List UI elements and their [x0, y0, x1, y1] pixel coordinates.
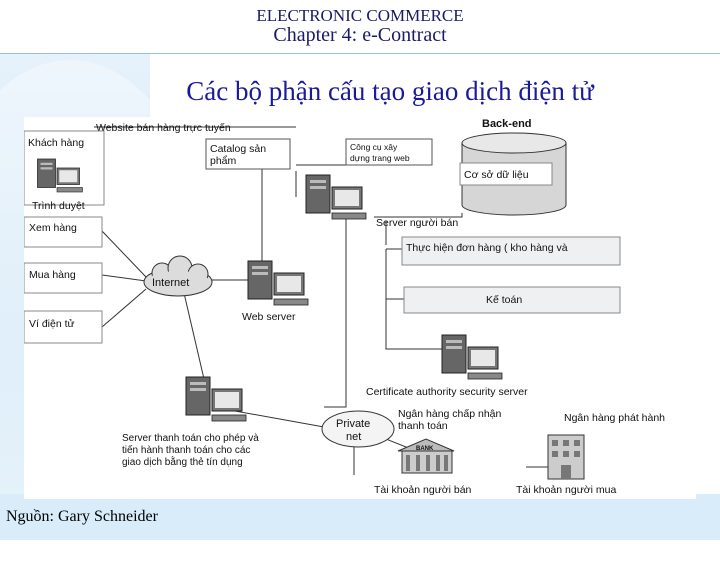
payment-server-label-2: tiến hành thanh toán cho các [122, 444, 250, 456]
private-net-bubble [321, 410, 395, 448]
internet-label: Internet [152, 277, 189, 289]
wallet-label: Ví điện tử [29, 318, 75, 330]
seller-account-label: Tài khoản người bán [374, 484, 472, 496]
line-to-ca [385, 299, 442, 350]
payment-server-label-3: giao dịch bằng thẻ tín dụng [122, 455, 243, 468]
acquiring-bank-label-2: thanh toán [398, 420, 448, 432]
tools-box [345, 138, 433, 166]
header-divider [0, 53, 720, 54]
seller-server-icon [305, 174, 367, 220]
line-payment-private [223, 408, 325, 428]
web-server-label: Web server [242, 311, 296, 323]
tools-label-1: Công cụ xây [350, 142, 398, 152]
catalog-label-1: Catalog sản [210, 143, 266, 155]
ca-server-label: Certificate authority security server [366, 386, 528, 398]
line-view-internet [101, 230, 147, 278]
chapter-title: Chapter 4: e-Contract [273, 24, 447, 46]
web-server-icon [247, 260, 309, 306]
catalog-label-2: phẩm [210, 155, 237, 167]
database-label: Cơ sở dữ liệu [464, 169, 529, 181]
acquiring-bank-label-1: Ngân hàng chấp nhận [398, 408, 501, 420]
issuing-bank-label: Ngân hàng phát hành [564, 412, 665, 424]
wallet-box [23, 310, 103, 344]
payment-server-icon [185, 376, 247, 422]
accounting-label: Kế toán [486, 294, 522, 306]
line-internet-payment [183, 292, 205, 380]
database-icon [459, 132, 567, 216]
view-label: Xem hàng [29, 222, 77, 234]
background-bottom-band [0, 494, 720, 540]
buy-label: Mua hàng [29, 269, 76, 281]
order-label: Thực hiện đơn hàng ( kho hàng và [406, 242, 568, 254]
bank-building-icon [397, 438, 455, 474]
accounting-box [403, 286, 621, 314]
browser-label: Trình duyệt [32, 200, 85, 212]
line-buy-internet [101, 274, 147, 282]
issuer-building-icon [547, 434, 585, 480]
website-label: Website bán hàng trực tuyến [96, 122, 231, 134]
view-box [23, 216, 103, 248]
diagram-canvas: Website bán hàng trực tuyến Khách hàng T… [23, 118, 665, 496]
line-tools-box [296, 139, 347, 166]
line-to-accounting [385, 249, 404, 300]
source-credit: Nguồn: Gary Schneider [6, 508, 158, 525]
tools-label-2: dựng trang web [350, 153, 410, 163]
private-net-label-2: net [346, 431, 361, 443]
ca-server-icon [441, 334, 503, 380]
ecommerce-components-diagram: Website bán hàng trực tuyến Khách hàng T… [23, 117, 696, 499]
line-vertical-main [324, 217, 347, 408]
seller-server-label: Server người bán [376, 217, 458, 229]
buy-box [23, 262, 103, 294]
course-title: ELECTRONIC COMMERCE [256, 6, 464, 25]
bank-sign: BANK [416, 446, 434, 452]
slide-title: Các bộ phận cấu tạo giao dịch điện tử [186, 76, 594, 106]
customer-label: Khách hàng [28, 137, 84, 149]
buyer-account-label: Tài khoản người mua [516, 484, 616, 496]
order-box [401, 236, 621, 266]
private-net-label-1: Private [336, 418, 370, 430]
line-seller-db [374, 213, 463, 218]
catalog-box [205, 138, 291, 170]
backend-label: Back-end [482, 118, 532, 130]
payment-server-label-1: Server thanh toán cho phép và [122, 433, 259, 444]
internet-cloud-icon [143, 255, 213, 297]
line-wallet-internet [101, 288, 147, 328]
